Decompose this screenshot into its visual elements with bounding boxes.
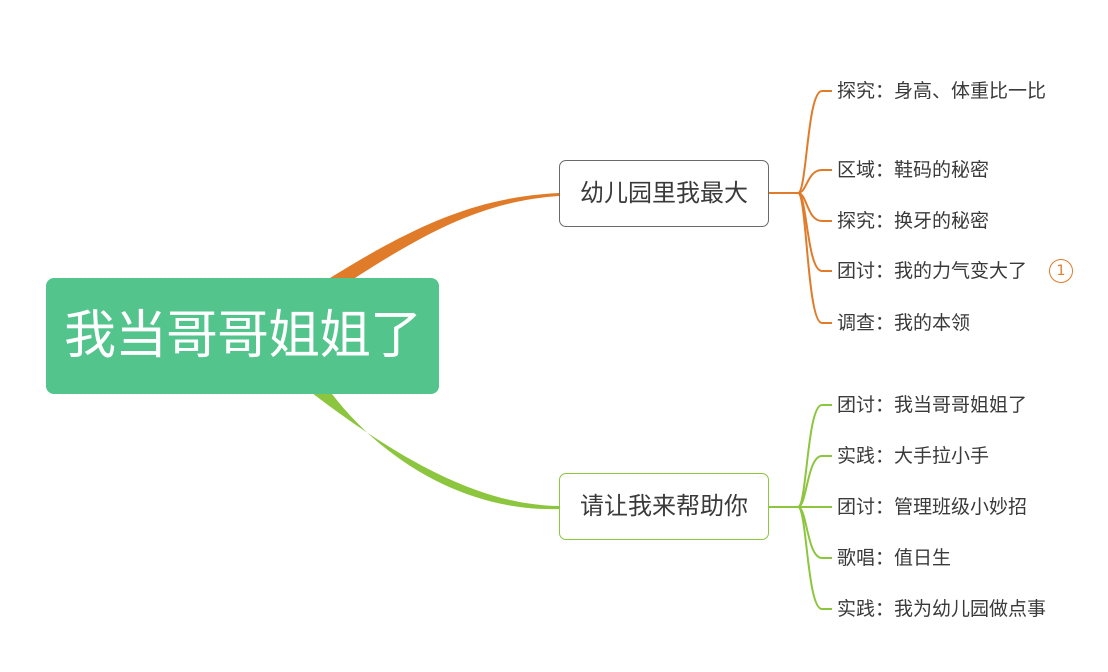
leaf-topic-1-4[interactable]: 团讨：我的力气变大了 xyxy=(837,260,1028,282)
leaf-topic-1-2[interactable]: 区域：鞋码的秘密 xyxy=(837,159,990,181)
connector-leaf-2-2 xyxy=(797,455,832,508)
connector-root-to-branch-2 xyxy=(312,393,559,510)
connector-leaf-1-5 xyxy=(797,192,832,324)
root-topic[interactable]: 我当哥哥姐姐了 xyxy=(46,278,439,394)
leaf-topic-2-2[interactable]: 实践：大手拉小手 xyxy=(837,445,990,467)
branch-topic-2[interactable]: 请让我来帮助你 xyxy=(559,473,769,540)
connector-root-to-branch-1 xyxy=(330,193,559,280)
leaf-topic-1-1[interactable]: 探究：身高、体重比一比 xyxy=(837,80,1047,102)
connector-leaf-2-4 xyxy=(797,506,832,559)
leaf-topic-1-5[interactable]: 调查：我的本领 xyxy=(837,312,971,334)
branch-topic-1[interactable]: 幼儿园里我最大 xyxy=(559,160,769,227)
connector-leaf-1-1 xyxy=(797,90,832,194)
leaf-topic-2-4[interactable]: 歌唱：值日生 xyxy=(837,547,952,569)
leaf-topic-2-1[interactable]: 团讨：我当哥哥姐姐了 xyxy=(837,394,1028,416)
connector-leaf-2-1 xyxy=(797,404,832,508)
connector-leaf-2-5 xyxy=(797,506,832,610)
leaf-topic-2-3[interactable]: 团讨：管理班级小妙招 xyxy=(837,496,1028,518)
connector-leaf-1-2 xyxy=(797,169,832,194)
task-count-badge[interactable]: 1 xyxy=(1049,259,1073,283)
leaf-topic-1-3[interactable]: 探究：换牙的秘密 xyxy=(837,210,990,232)
leaf-topic-2-5[interactable]: 实践：我为幼儿园做点事 xyxy=(837,598,1047,620)
